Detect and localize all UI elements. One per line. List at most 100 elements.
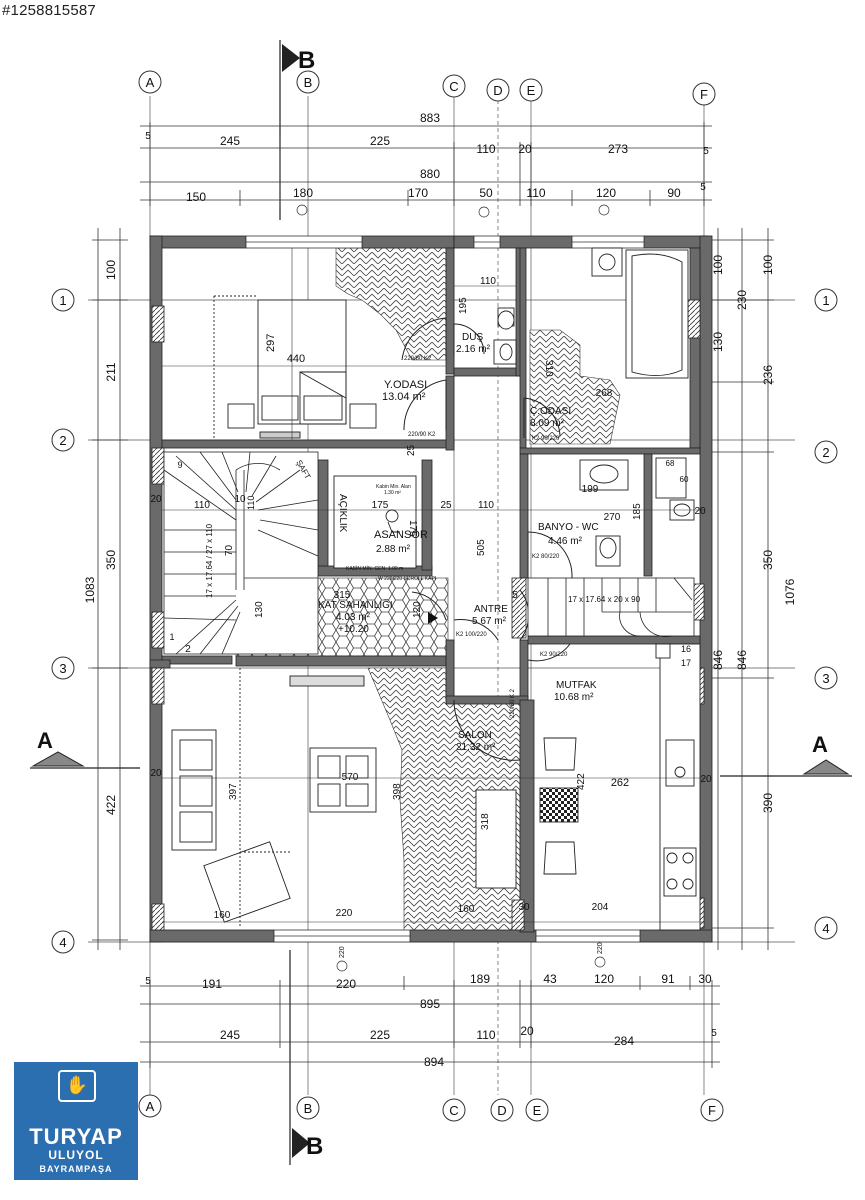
dim-right-100a: 100 <box>711 255 725 275</box>
door-tag-c: K2 90/220 <box>532 436 560 442</box>
kitchen-fixtures <box>539 643 701 931</box>
dim-185: 185 <box>632 503 643 520</box>
svg-text:A: A <box>146 75 155 90</box>
axis-bubble-2-right: 2 <box>814 440 838 464</box>
room-katsahan-name: KAT SAHANLIĞI <box>318 598 393 611</box>
dim-25b: 25 <box>406 444 417 456</box>
elevator-cabin-area: 1.30 m² <box>384 490 401 496</box>
dim-883: 883 <box>420 111 440 125</box>
axis-bubble-E-top: E <box>519 78 543 102</box>
room-asansor-area: 2.88 m² <box>376 544 411 555</box>
svg-text:B: B <box>306 1133 323 1160</box>
svg-text:F: F <box>700 87 708 102</box>
top-dimensions <box>140 122 712 206</box>
dim-245: 245 <box>220 134 240 148</box>
secondary-staircase <box>527 577 695 638</box>
dim-17: 17 <box>681 658 691 668</box>
axis-bubble-1-right: 1 <box>814 288 838 312</box>
dim-120: 120 <box>596 186 616 200</box>
room-mutfak-name: MUTFAK <box>556 680 597 691</box>
svg-text:C: C <box>449 79 458 94</box>
room-banyo-name: BANYO - WC <box>538 522 599 533</box>
dim-110-stair: 110 <box>246 496 256 510</box>
svg-text:B: B <box>298 47 315 74</box>
dim-268: 268 <box>596 388 613 399</box>
room-salon-area: 21.32 m² <box>456 742 496 753</box>
dim-left-211: 211 <box>104 362 118 381</box>
door-tag-e: K2 100/220 <box>456 632 487 638</box>
dim-bot-20: 20 <box>520 1024 534 1038</box>
svg-text:A: A <box>812 732 828 757</box>
svg-text:A: A <box>37 728 53 753</box>
dim-175b: 175 <box>407 520 418 537</box>
door-tag-d: K2 80/220 <box>532 554 560 560</box>
dim-175a: 175 <box>372 500 389 511</box>
room-banyo-area: 4.46 m² <box>548 536 583 547</box>
dim-10: 10 <box>234 494 246 505</box>
dim-270: 270 <box>604 512 621 523</box>
axis-bubble-F-bottom: F <box>700 1098 724 1122</box>
room-yodasi-area: 13.04 m² <box>382 391 426 403</box>
dim-315: 315 <box>334 590 351 601</box>
dim-199: 199 <box>582 484 599 495</box>
dim-bot-895: 895 <box>420 997 440 1011</box>
scroll-door-label: W 220/220 SCROLL KAPI <box>378 576 436 582</box>
dim-20-stair: 20 <box>150 494 162 505</box>
dim-110: 110 <box>476 142 495 156</box>
elevator-cabin-width: KABİN MİN. GEN. 1.00 m <box>346 565 403 572</box>
inner-dimension-lines <box>162 248 704 923</box>
dim-30: 30 <box>518 902 530 913</box>
stair-spec-1: 17 x 17.64 / 27 x 110 <box>205 523 214 598</box>
room-mutfak-area: 10.68 m² <box>554 692 594 703</box>
dim-180: 180 <box>293 186 313 200</box>
dim-right-1076: 1076 <box>783 578 797 605</box>
svg-text:1: 1 <box>59 293 66 308</box>
room-aciklik-name: AÇIKLIK <box>337 494 348 533</box>
axis-bubble-C-top: C <box>442 74 466 98</box>
room-katsahan-level: +10.20 <box>338 624 369 635</box>
dim-bot-191: 191 <box>202 977 222 991</box>
axis-bubble-A-bottom: A <box>138 1094 162 1118</box>
bathroom-fixtures <box>493 247 695 567</box>
dim-20a: 20 <box>150 768 162 779</box>
dim-16: 16 <box>681 644 691 654</box>
handshake-icon: ✋ <box>58 1070 96 1102</box>
elevator-cabin-label: Kabin Min. Alan <box>376 484 411 490</box>
dim-1: 1 <box>169 632 174 642</box>
dim-left-100: 100 <box>104 260 118 280</box>
windows <box>245 235 645 943</box>
room-codasi-name: Ç.ODASI <box>530 406 571 417</box>
room-dus-area: 2.16 m² <box>456 344 491 355</box>
svg-text:4: 4 <box>59 935 66 950</box>
room-katsahan-area: 4.03 m² <box>336 612 371 623</box>
svg-text:4: 4 <box>822 921 829 936</box>
room-asansor-name: ASANSÖR <box>374 529 428 541</box>
svg-text:D: D <box>497 1103 506 1118</box>
dim-204: 204 <box>592 902 609 913</box>
window-tags <box>296 204 610 972</box>
door-tag-f: K2 90/220 <box>540 652 568 658</box>
dim-160b: 160 <box>458 904 475 915</box>
elevator <box>333 475 417 569</box>
logo-line2: BAYRAMPAŞA <box>39 1164 113 1174</box>
svg-text:2: 2 <box>822 445 829 460</box>
dim-160a: 160 <box>214 910 231 921</box>
dim-398: 398 <box>392 783 403 800</box>
dim-5a: 5 <box>145 131 151 142</box>
doors <box>401 317 573 761</box>
dim-bot-91: 91 <box>661 972 675 986</box>
dim-110-dus: 110 <box>480 276 496 287</box>
stair-spec-2: 17 x 17.64 x 20 x 90 <box>568 595 641 604</box>
living-furniture <box>171 668 517 928</box>
dim-273: 273 <box>608 142 628 156</box>
window-tag-label-1: 220 <box>339 946 346 958</box>
svg-text:2: 2 <box>59 433 66 448</box>
axis-bubble-E-bottom: E <box>525 1098 549 1122</box>
room-dus-name: DUŞ <box>462 332 483 343</box>
main-staircase <box>163 451 319 655</box>
axis-bubble-D-top: D <box>486 78 510 102</box>
logo-brand: TURYAP <box>29 1124 123 1149</box>
dim-5c: 5 <box>700 182 706 193</box>
axis-bubble-A-top: A <box>138 70 162 94</box>
dim-297: 297 <box>265 334 277 352</box>
